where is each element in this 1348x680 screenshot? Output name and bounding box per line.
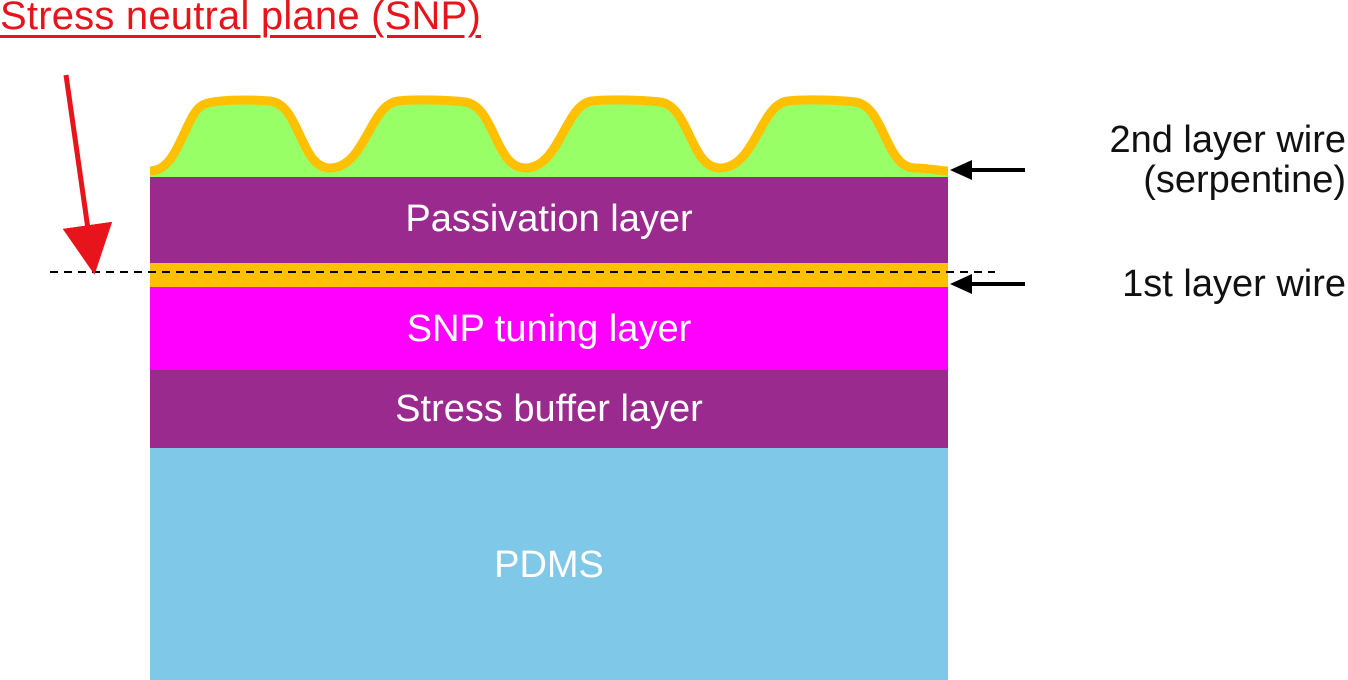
first-layer-wire xyxy=(150,263,948,287)
first-wire-arrow xyxy=(950,274,1025,294)
second-wire-arrow xyxy=(950,160,1025,180)
second-wire-label: 2nd layer wire (serpentine) xyxy=(1109,120,1346,200)
pdms-layer-label: PDMS xyxy=(494,544,604,586)
stress-buffer-layer-label: Stress buffer layer xyxy=(395,388,703,430)
stress-buffer-layer xyxy=(150,370,948,448)
second-wire-label-line2: (serpentine) xyxy=(1143,159,1346,201)
serpentine-encapsulation xyxy=(150,99,948,177)
snp-tuning-layer-label: SNP tuning layer xyxy=(406,308,692,350)
first-wire-label: 1st layer wire xyxy=(1122,263,1346,305)
snp-red-arrow xyxy=(62,74,113,275)
second-wire-label-line1: 2nd layer wire xyxy=(1109,119,1346,161)
snp-title: Stress neutral plane (SNP) xyxy=(0,0,481,38)
pdms-layer xyxy=(150,448,948,680)
snp-tuning-layer xyxy=(150,287,948,370)
second-layer-wire-serpentine xyxy=(149,95,949,176)
passivation-layer-label: Passivation layer xyxy=(405,198,693,240)
passivation-layer xyxy=(150,177,948,263)
